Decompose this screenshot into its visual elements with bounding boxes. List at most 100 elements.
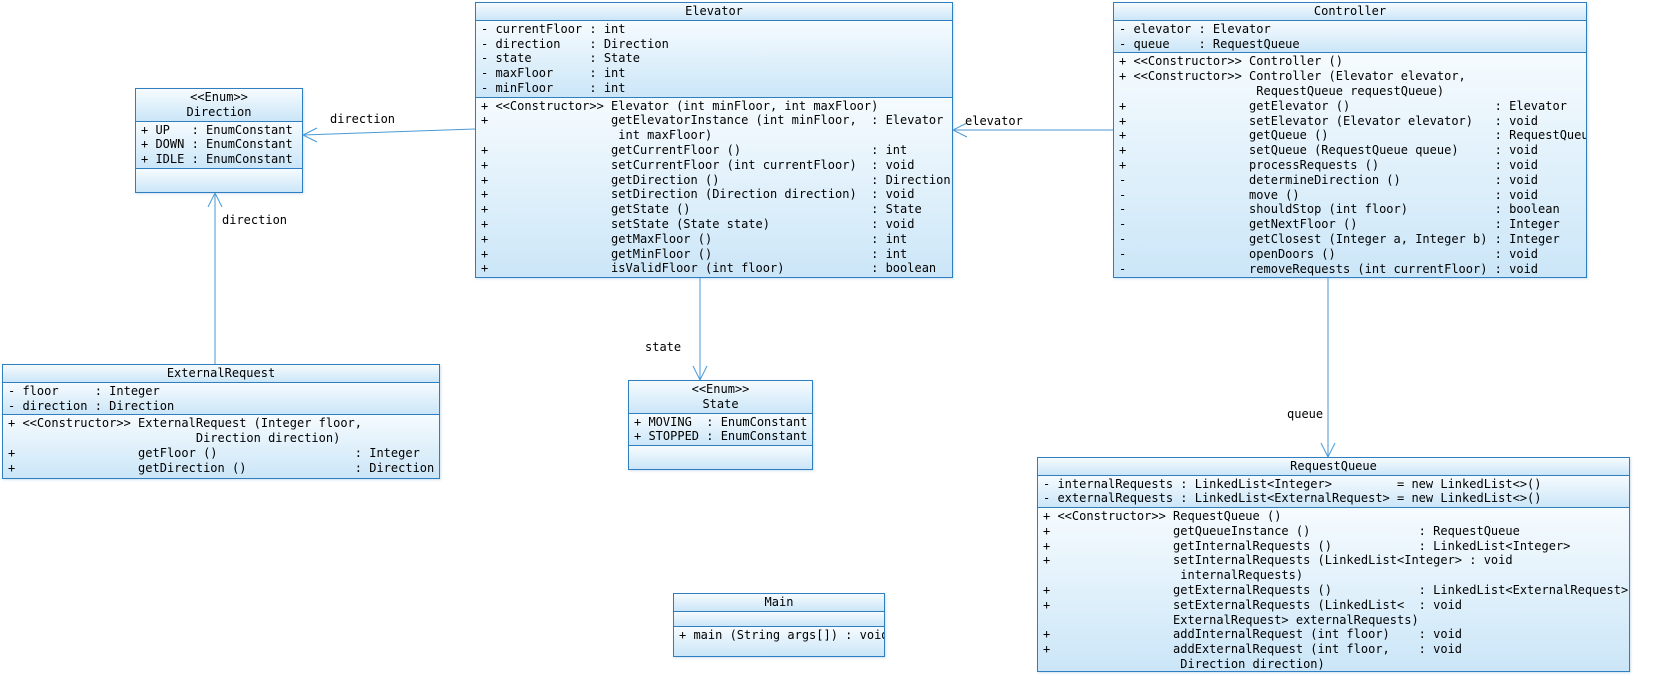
class-elevator[interactable]: Elevator - currentFloor : int- direction… [475, 2, 953, 278]
member-line: + getQueueInstance () : RequestQueue [1043, 523, 1520, 538]
member-line: int maxFloor) [481, 128, 713, 143]
member-line: + addExternalRequest (int floor, : void [1043, 642, 1463, 657]
class-direction[interactable]: <<Enum>> Direction + UP : EnumConstant+ … [135, 88, 303, 193]
member-line: - getClosest (Integer a, Integer b) : In… [1119, 231, 1560, 246]
member-line: + setExternalRequests (LinkedList< : voi… [1043, 597, 1463, 612]
member-line: + DOWN : EnumConstant [141, 137, 293, 152]
class-name: Main [764, 595, 794, 609]
class-name: RequestQueue [1290, 459, 1377, 473]
class-name: Controller [1313, 4, 1387, 18]
class-main[interactable]: Main + main (String args[]) : void [673, 593, 885, 657]
member-line: - currentFloor : int [481, 21, 626, 36]
member-line: - floor : Integer [8, 383, 160, 398]
member-line: + setElevator (Elevator elevator) : void [1119, 113, 1539, 128]
class-state[interactable]: <<Enum>> State + MOVING : EnumConstant+ … [628, 380, 813, 470]
member-line: + getElevator () : Elevator [1119, 98, 1567, 113]
attributes-section [674, 610, 884, 626]
member-line: + getMinFloor () : int [481, 246, 908, 261]
attributes-section: - elevator : Elevator- queue : RequestQu… [1114, 19, 1586, 53]
methods-section: + <<Constructor>> RequestQueue ()+ getQu… [1038, 506, 1629, 671]
methods-section [629, 445, 812, 469]
class-title: Elevator [476, 3, 952, 20]
member-line: Direction direction) [8, 431, 341, 446]
edge-label-direction-from-elevator[interactable]: direction [330, 112, 396, 126]
member-line: + IDLE : EnumConstant [141, 152, 293, 167]
member-line: + <<Constructor>> RequestQueue () [1043, 508, 1282, 523]
edge-direction-from-elevator-arrowhead [301, 127, 318, 143]
member-line: + processRequests () : void [1119, 157, 1539, 172]
attributes-section: + MOVING : EnumConstant+ STOPPED : EnumC… [629, 412, 812, 446]
attributes-section: - currentFloor : int- direction : Direct… [476, 19, 952, 97]
member-line: internalRequests) [1043, 568, 1304, 583]
member-line: + <<Constructor>> Controller () [1119, 54, 1343, 69]
attributes-section: - internalRequests : LinkedList<Integer>… [1038, 474, 1629, 507]
member-line: + getExternalRequests () : LinkedList<Ex… [1043, 582, 1629, 597]
member-line: + <<Constructor>> Elevator (int minFloor… [481, 98, 879, 113]
member-line: + <<Constructor>> ExternalRequest (Integ… [8, 416, 363, 431]
class-name: Direction [186, 104, 252, 119]
edge-elevator-arrowhead [951, 122, 968, 138]
member-line: - maxFloor : int [481, 66, 626, 81]
member-line: - minFloor : int [481, 80, 626, 95]
attributes-section: - floor : Integer- direction : Direction [3, 381, 439, 415]
member-line: + setQueue (RequestQueue queue) : void [1119, 143, 1539, 158]
edge-label-state[interactable]: state [645, 340, 682, 354]
class-title: Controller [1114, 3, 1586, 20]
methods-section: + main (String args[]) : void [674, 625, 884, 656]
class-controller[interactable]: Controller - elevator : Elevator- queue … [1113, 2, 1587, 278]
member-line: - direction : Direction [481, 36, 669, 51]
member-line: + setInternalRequests (LinkedList<Intege… [1043, 553, 1513, 568]
class-request-queue[interactable]: RequestQueue - internalRequests : Linked… [1037, 457, 1630, 672]
member-line: - direction : Direction [8, 398, 175, 413]
member-line: - removeRequests (int currentFloor) : vo… [1119, 261, 1539, 276]
methods-section [136, 167, 302, 192]
member-line: + setState (State state) : void [481, 217, 915, 232]
member-line: - getNextFloor () : Integer [1119, 217, 1560, 232]
class-title: RequestQueue [1038, 458, 1629, 475]
member-line: + isValidFloor (int floor) : boolean [481, 261, 937, 276]
member-line: - queue : RequestQueue [1119, 36, 1300, 51]
member-line: - state : State [481, 51, 640, 66]
class-name: Elevator [685, 4, 743, 18]
member-line: - move () : void [1119, 187, 1539, 202]
member-line: Direction direction) [1043, 656, 1325, 671]
member-line: + getDirection () : Direction [8, 460, 435, 475]
member-line: - externalRequests : LinkedList<External… [1043, 491, 1542, 506]
class-name: ExternalRequest [166, 366, 276, 380]
member-line: + getFloor () : Integer [8, 445, 420, 460]
member-line: + MOVING : EnumConstant [634, 414, 808, 429]
methods-section: + <<Constructor>> Controller ()+ <<Const… [1114, 52, 1586, 278]
class-stereotype: <<Enum>> [190, 90, 248, 104]
member-line: + setCurrentFloor (int currentFloor) : v… [481, 157, 915, 172]
member-line: - shouldStop (int floor) : boolean [1119, 202, 1560, 217]
methods-section: + <<Constructor>> Elevator (int minFloor… [476, 96, 952, 277]
member-line: + setDirection (Direction direction) : v… [481, 187, 915, 202]
edge-label-queue[interactable]: queue [1287, 407, 1324, 421]
edge-label-elevator[interactable]: elevator [965, 114, 1023, 128]
member-line: - openDoors () : void [1119, 246, 1539, 261]
member-line: - internalRequests : LinkedList<Integer>… [1043, 476, 1542, 491]
member-line: - determineDirection () : void [1119, 172, 1539, 187]
class-title: Main [674, 594, 884, 611]
member-line: + addInternalRequest (int floor) : void [1043, 627, 1463, 642]
member-line: ExternalRequest> externalRequests) [1043, 612, 1419, 627]
edge-direction-from-elevator-line[interactable] [302, 128, 476, 136]
member-line: + getCurrentFloor () : int [481, 143, 908, 158]
member-line: + getState () : State [481, 202, 922, 217]
member-line: + getQueue () : RequestQueue [1119, 128, 1586, 143]
class-name: State [702, 396, 739, 411]
member-line: + STOPPED : EnumConstant [634, 429, 808, 444]
member-line: + getMaxFloor () : int [481, 231, 908, 246]
class-title: ExternalRequest [3, 365, 439, 382]
member-line: + main (String args[]) : void [679, 627, 884, 642]
class-external-request[interactable]: ExternalRequest - floor : Integer- direc… [2, 364, 440, 479]
edge-label-direction-from-external-request[interactable]: direction [222, 213, 288, 227]
member-line: + getInternalRequests () : LinkedList<In… [1043, 538, 1571, 553]
class-stereotype: <<Enum>> [691, 382, 750, 396]
attributes-section: + UP : EnumConstant+ DOWN : EnumConstant… [136, 120, 302, 168]
class-title: <<Enum>> Direction [136, 89, 302, 121]
class-title: <<Enum>> State [629, 381, 812, 413]
member-line: - elevator : Elevator [1119, 21, 1271, 36]
